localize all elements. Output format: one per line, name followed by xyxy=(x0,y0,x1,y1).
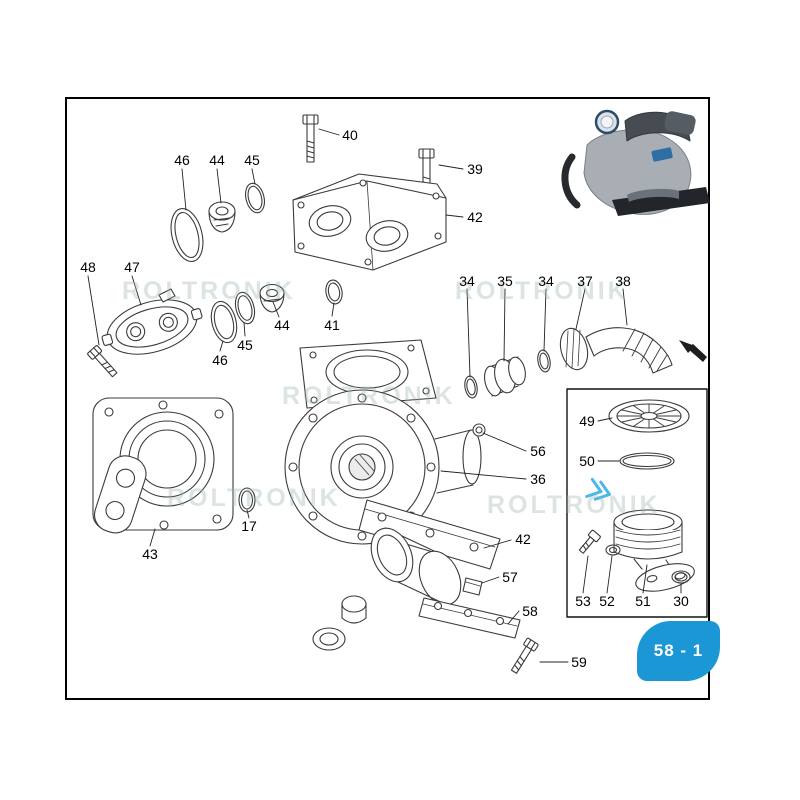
part-52-washer xyxy=(605,544,621,556)
part-38-hose xyxy=(585,327,673,374)
part-42-manifold xyxy=(292,173,447,271)
part-49-filter-cap xyxy=(608,399,690,433)
part-45-oring-2 xyxy=(234,291,256,325)
part-44-valve xyxy=(208,201,236,233)
leader-lines xyxy=(87,128,682,663)
part-44-valve-2 xyxy=(259,283,285,313)
part-45-oring xyxy=(244,182,266,214)
part-34-oring xyxy=(464,375,478,399)
part-40-bolt xyxy=(302,114,319,163)
insert-direction-icon xyxy=(585,477,611,501)
page-number-badge: 58 - 1 xyxy=(637,621,720,681)
part-41-oring xyxy=(325,279,343,305)
part-42-bracket xyxy=(358,499,501,570)
inset-box xyxy=(566,388,708,618)
part-sleeve-cylinder xyxy=(370,527,462,606)
product-photo xyxy=(561,109,710,216)
part-58-bracket xyxy=(418,597,521,639)
part-47-flange xyxy=(101,299,203,355)
page-number-label: 58 - 1 xyxy=(653,641,704,660)
direction-arrow-icon xyxy=(679,340,707,362)
part-48-bolt xyxy=(87,345,118,378)
part-39-bolt xyxy=(418,148,435,199)
part-valve-cap xyxy=(312,595,367,651)
part-47-clip xyxy=(158,288,176,303)
part-57-block xyxy=(462,577,483,596)
part-36-pump-body xyxy=(284,339,482,545)
diagram-frame: ROLTRONIK ROLTRONIK ROLTRONIK ROLTRONIK … xyxy=(65,97,710,700)
part-56-plug xyxy=(472,423,486,437)
part-30-oring xyxy=(671,570,691,584)
part-46-oring-2 xyxy=(210,300,238,344)
part-53-bolt xyxy=(578,529,601,554)
exploded-diagram xyxy=(87,109,710,674)
part-35-fitting xyxy=(484,356,526,397)
part-59-bolt xyxy=(510,637,539,674)
part-34-oring-2 xyxy=(537,349,551,373)
part-43-crankcase xyxy=(92,397,234,534)
part-17-oring xyxy=(238,487,256,513)
part-46-oring xyxy=(170,208,204,262)
part-51-cylinder xyxy=(613,509,695,592)
part-37-nut xyxy=(559,327,589,371)
part-50-oring xyxy=(619,452,675,470)
